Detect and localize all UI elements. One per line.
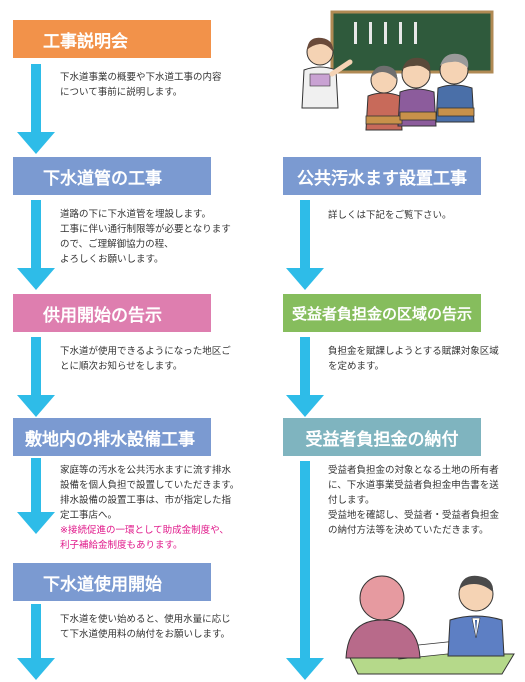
step-drainage-work-desc: 家庭等の汚水を公共汚水ますに流す排水 設備を個人負担で設置していただきます。 排… [60, 463, 285, 553]
step-sewer-use-start-title: 下水道使用開始 [43, 574, 162, 595]
step-charge-payment-title: 受益者負担金の納付 [305, 429, 459, 450]
arrow-down-icon [286, 337, 324, 417]
step-public-manhole-desc: 詳しくは下記をご覧下さい。 [328, 210, 452, 221]
subsidy-note: ※接続促進の一環として助成金制度や、 [60, 525, 229, 536]
step-sewer-use-start-desc: 下水道を使い始めると、使用水量に応じ て下水道使用料の納付をお願いします。 [60, 614, 231, 640]
step-charge-payment-desc: 受益者負担金の対象となる土地の所有者 に、下水道事業受益者負担金申告書を送 付し… [328, 465, 500, 536]
step-sewer-pipe-title: 下水道管の工事 [43, 168, 162, 189]
step-service-start-notice-desc: 下水道が使用できるようになった地区ご とに順次お知らせをします。 [60, 346, 231, 372]
step-public-manhole-box: 公共汚水ます設置工事 [283, 157, 481, 195]
arrow-down-icon [17, 200, 55, 290]
step-service-start-notice-box: 供用開始の告示 [13, 294, 211, 332]
arrow-down-icon [17, 64, 55, 154]
arrow-down-icon [17, 337, 55, 417]
step-charge-area-notice-title: 受益者負担金の区域の告示 [291, 304, 472, 323]
step-charge-payment-box: 受益者負担金の納付 [283, 418, 481, 456]
step-charge-area-notice-box: 受益者負担金の区域の告示 [283, 294, 481, 332]
step-public-manhole-title: 公共汚水ます設置工事 [297, 168, 467, 189]
consultation-illustration [345, 575, 515, 675]
step-charge-area-notice-desc: 負担金を賦課しようとする賦課対象区域 を定めます。 [328, 346, 499, 372]
arrow-down-icon [286, 200, 324, 290]
step-briefing-desc: 下水道事業の概要や下水道工事の内容 について事前に説明します。 [60, 72, 222, 98]
step-drainage-work-box: 敷地内の排水設備工事 [13, 418, 211, 456]
step-sewer-pipe-box: 下水道管の工事 [13, 157, 211, 195]
arrow-down-icon [17, 458, 55, 534]
subsidy-note: 利子補給金制度もあります。 [60, 540, 183, 551]
step-service-start-notice-title: 供用開始の告示 [43, 305, 162, 326]
arrow-down-icon [17, 604, 55, 680]
step-sewer-pipe-desc: 道路の下に下水道管を埋設します。 工事に伴い通行制限等が必要となります ので、ご… [60, 209, 231, 265]
arrow-down-icon [286, 461, 324, 680]
step-briefing-box: 工事説明会 [13, 20, 211, 58]
step-sewer-use-start-box: 下水道使用開始 [13, 563, 211, 601]
step-briefing-title: 工事説明会 [43, 31, 128, 52]
step-drainage-work-title: 敷地内の排水設備工事 [25, 429, 195, 450]
briefing-meeting-illustration [301, 10, 494, 131]
